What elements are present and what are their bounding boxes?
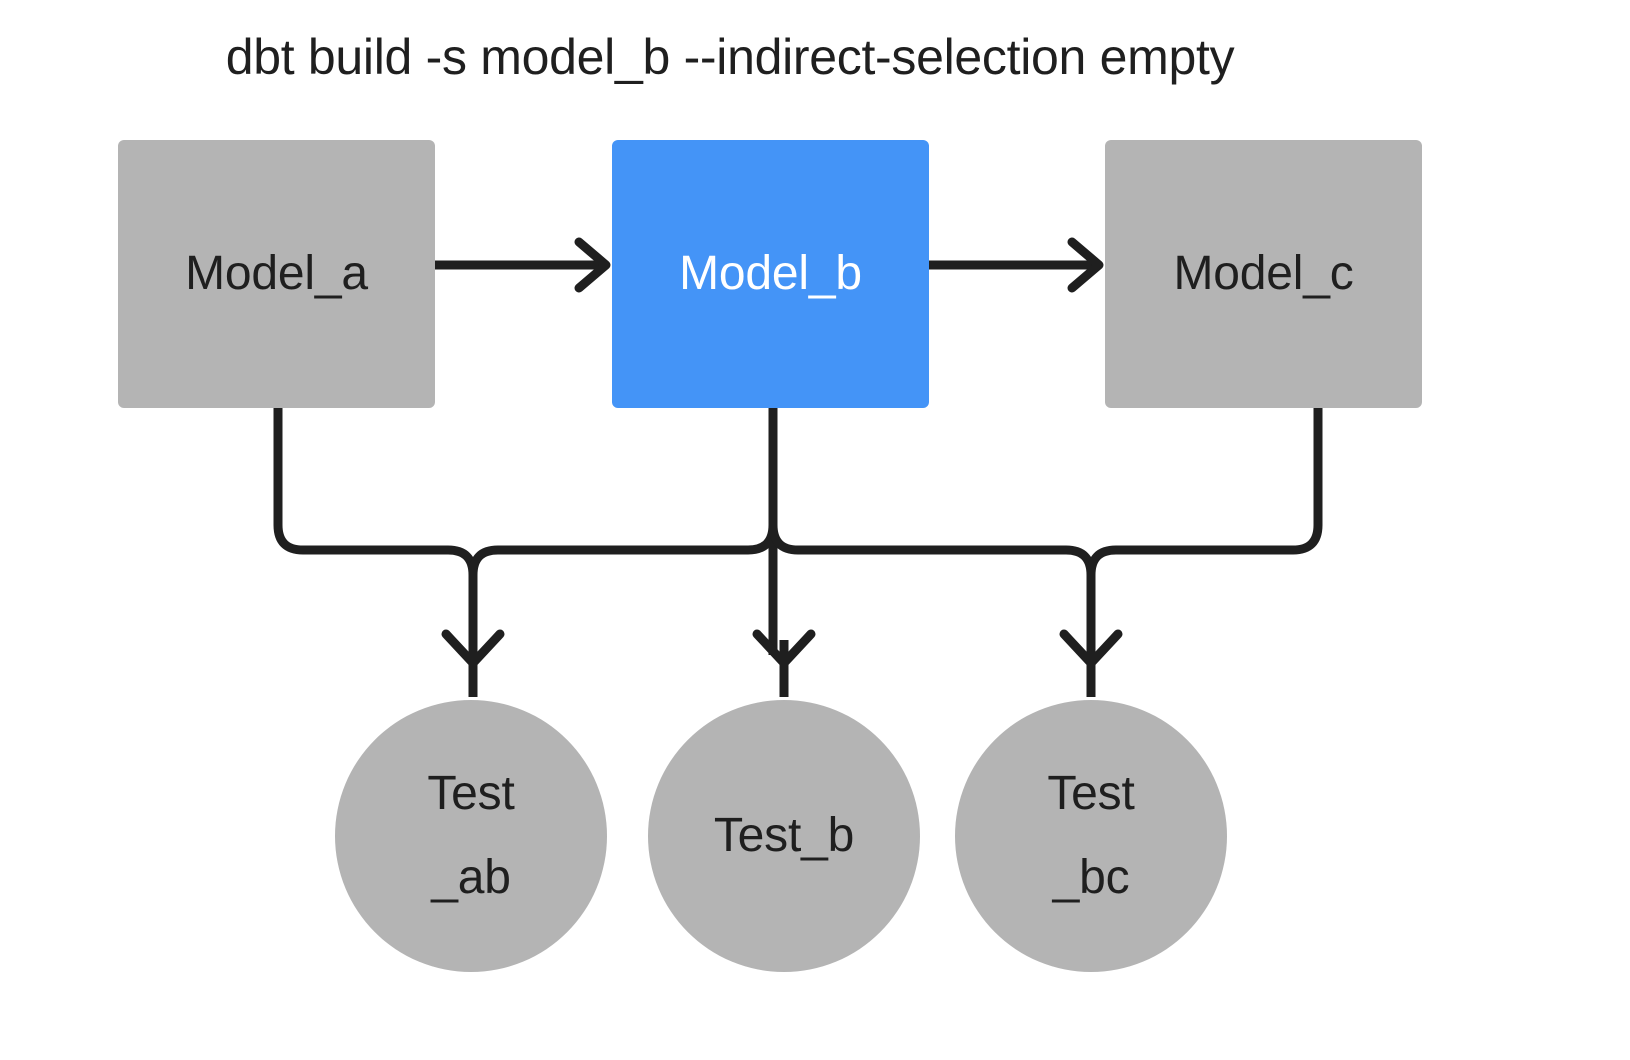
edge-model-b-to-test-ab — [468, 408, 778, 655]
node-model-c[interactable]: Model_c — [1105, 140, 1422, 408]
node-model-b[interactable]: Model_b — [612, 140, 929, 408]
arrowhead-test-bc — [1059, 629, 1123, 697]
node-model-a-label: Model_a — [185, 246, 368, 300]
arrowhead-test-ab — [441, 629, 505, 697]
node-test-ab-label-line2: _ab — [431, 851, 511, 904]
node-test-bc-label-line2: _bc — [1052, 851, 1130, 904]
node-test-bc[interactable]: Test _bc — [955, 700, 1227, 972]
node-model-b-label: Model_b — [679, 246, 862, 300]
diagram-title: dbt build -s model_b --indirect-selectio… — [225, 29, 1235, 85]
edge-model-a-to-model-b — [435, 237, 611, 293]
node-model-a[interactable]: Model_a — [118, 140, 435, 408]
node-test-bc-label-line1: Test — [1047, 767, 1135, 820]
node-test-b-label-line1: Test_b — [713, 809, 855, 862]
edge-model-c-to-test-bc — [1086, 408, 1323, 655]
edge-model-b-to-test-bc — [768, 408, 1096, 655]
node-test-ab[interactable]: Test _ab — [335, 700, 607, 972]
arrowhead-test-b — [752, 629, 816, 697]
edge-model-a-to-test-ab — [273, 408, 478, 655]
node-test-b[interactable]: Test_b — [648, 700, 920, 972]
edge-model-b-to-model-c — [928, 237, 1104, 293]
node-test-ab-label-line1: Test — [427, 767, 515, 820]
node-model-c-label: Model_c — [1173, 246, 1354, 300]
